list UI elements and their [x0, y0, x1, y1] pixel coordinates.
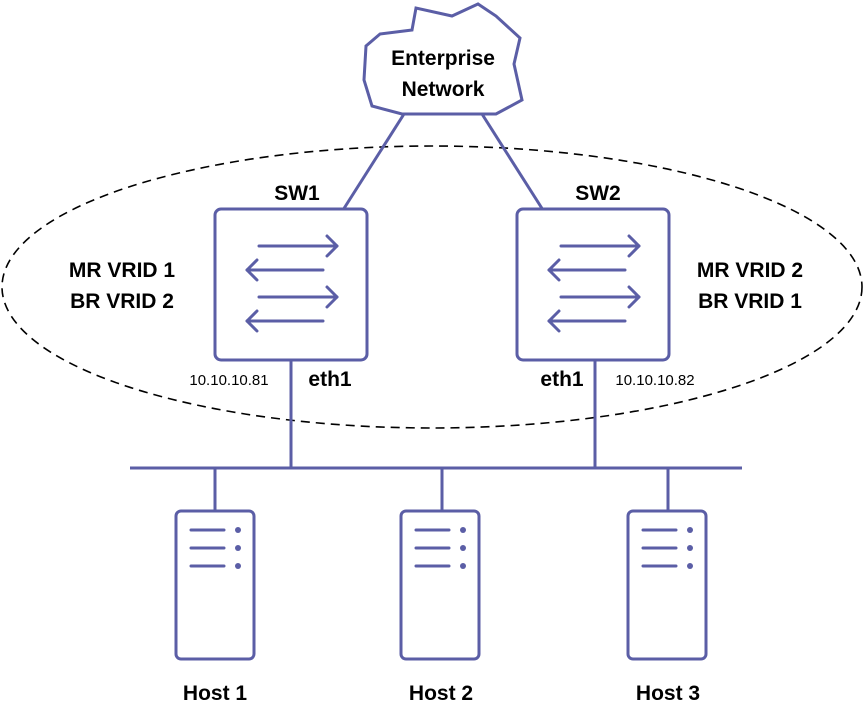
- host3-label: Host 3: [636, 682, 700, 705]
- sw1-switch[interactable]: [213, 207, 369, 362]
- sw1-ip: 10.10.10.81: [189, 372, 268, 389]
- sw1-switch-arrows-icon: [245, 234, 339, 333]
- link-cloud-sw1: [341, 113, 406, 211]
- sw1-role-2: BR VRID 2: [70, 290, 174, 313]
- sw2-switch-arrows-icon: [547, 234, 641, 333]
- host1-label: Host 1: [183, 682, 248, 705]
- cloud-label-line2: Network: [402, 78, 485, 101]
- host3-server-icon[interactable]: [626, 509, 708, 661]
- sw2-ip: 10.10.10.82: [615, 372, 694, 389]
- sw2-port: eth1: [540, 368, 584, 391]
- sw1-port: eth1: [308, 368, 352, 391]
- sw2-role-1: MR VRID 2: [697, 259, 803, 282]
- sw2-name: SW2: [575, 182, 621, 205]
- link-cloud-sw2: [480, 113, 545, 211]
- host1-server-icon[interactable]: [174, 509, 256, 661]
- sw2-role-2: BR VRID 1: [698, 290, 802, 313]
- sw1-role-1: MR VRID 1: [69, 259, 176, 282]
- enterprise-network-cloud-icon: [362, 2, 524, 116]
- host2-server-icon[interactable]: [399, 509, 481, 661]
- sw2-switch[interactable]: [515, 207, 671, 362]
- host2-label: Host 2: [409, 682, 473, 705]
- sw1-name: SW1: [274, 182, 320, 205]
- cloud-label-line1: Enterprise: [391, 47, 495, 70]
- vrrp-domain-ellipse: [1, 145, 863, 429]
